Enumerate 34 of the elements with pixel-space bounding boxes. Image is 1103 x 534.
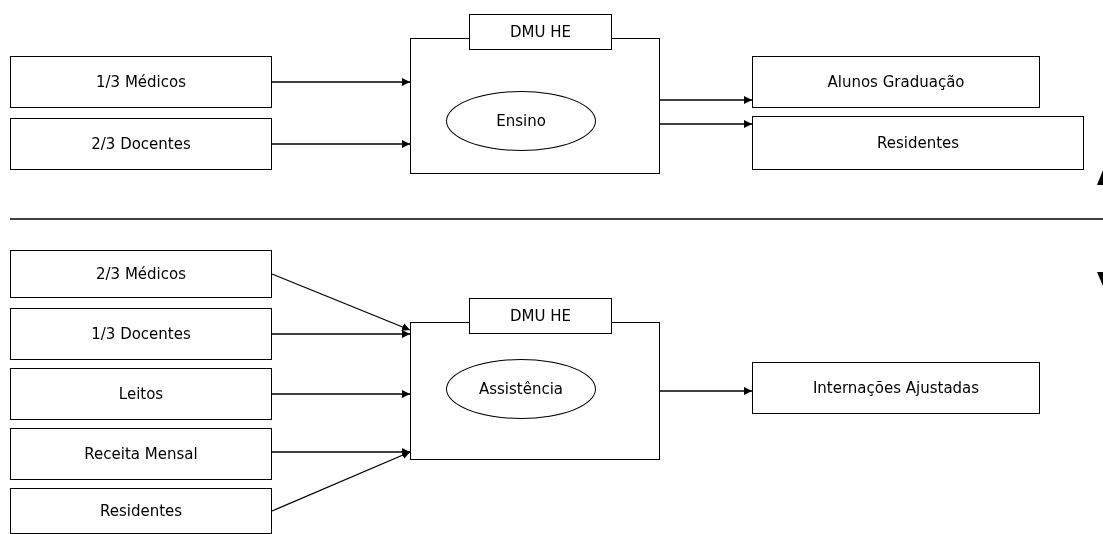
input-box	[10, 308, 272, 360]
arrow	[271, 390, 411, 398]
node-label: Residentes	[876, 134, 960, 152]
input-box	[752, 362, 1040, 414]
input-box	[752, 56, 1040, 108]
arrow	[659, 387, 753, 395]
input-box	[752, 116, 1084, 170]
input-box	[10, 428, 272, 480]
node-label: 2/3 Médicos	[96, 265, 186, 283]
node-label: 2/3 Docentes	[91, 135, 191, 153]
arrow	[271, 448, 411, 456]
arrow	[271, 140, 411, 148]
node-label: Internações Ajustadas	[812, 379, 980, 397]
arrow	[271, 273, 411, 331]
input-box	[10, 118, 272, 170]
input-box	[10, 250, 272, 298]
node-label: 1/3 Médicos	[96, 73, 186, 91]
dmu-label-tab: DMU HE	[469, 14, 612, 50]
input-box	[10, 56, 272, 108]
arrow	[271, 330, 411, 338]
arrow	[271, 451, 411, 512]
arrow	[271, 78, 411, 86]
input-box	[10, 488, 272, 534]
arrow	[659, 96, 753, 104]
arrow	[659, 120, 753, 128]
input-box	[10, 368, 272, 420]
node-label: 1/3 Docentes	[91, 325, 191, 343]
dmu-label-tab: DMU HE	[469, 298, 612, 334]
node-label: Residentes	[99, 502, 183, 520]
node-label: Receita Mensal	[84, 445, 198, 463]
node-label: Ensino	[496, 112, 546, 130]
node-label: Alunos Graduação	[827, 73, 965, 91]
node-label: Assistência	[478, 380, 564, 398]
node-label: Leitos	[118, 385, 164, 403]
